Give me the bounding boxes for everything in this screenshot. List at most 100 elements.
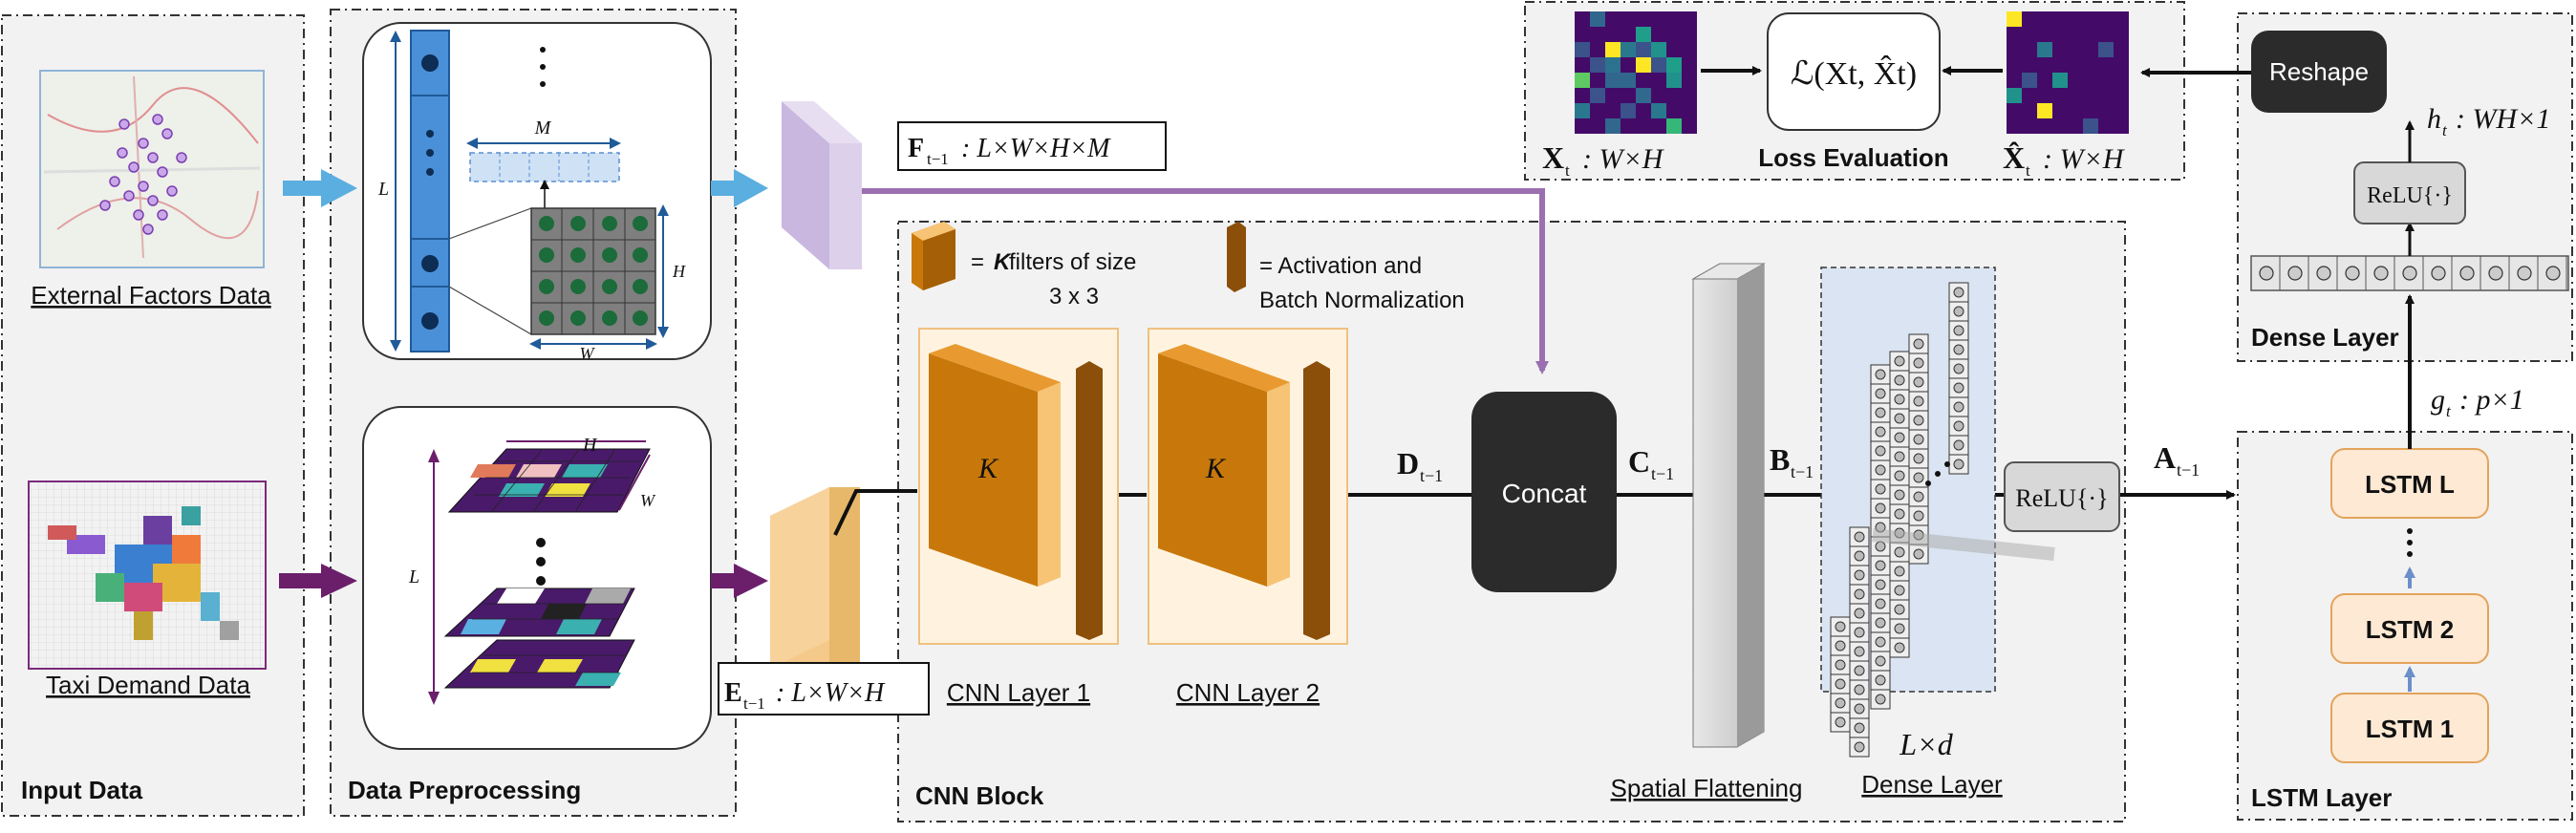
xhat-shape: : W×H bbox=[2043, 143, 2126, 175]
E-shape-box bbox=[718, 662, 930, 716]
taxi-preprocess-card bbox=[362, 406, 712, 750]
dense-neuron bbox=[1948, 416, 1969, 437]
dense-layer-mid-label: Dense Layer bbox=[1861, 770, 2003, 799]
dense-neuron bbox=[1908, 467, 1929, 488]
cnn-legend-filter-icon bbox=[912, 222, 955, 290]
dense-neuron bbox=[1870, 651, 1891, 672]
cnn-legend-act-icon bbox=[1227, 222, 1246, 292]
dense-neuron bbox=[1849, 641, 1870, 662]
dense-neuron bbox=[1870, 555, 1891, 576]
F-tensor-sub: t−1 bbox=[927, 150, 949, 168]
external-factors-label: External Factors Data bbox=[31, 281, 271, 310]
dense-neuron bbox=[1870, 479, 1891, 500]
lstm-1-label: LSTM 1 bbox=[2366, 715, 2454, 743]
cnn-layer2-label: CNN Layer 2 bbox=[1176, 678, 1320, 707]
dense-neuron bbox=[1870, 364, 1891, 385]
external-factors-map bbox=[39, 70, 265, 268]
ext-W-label: W bbox=[580, 344, 596, 363]
dense-neuron bbox=[1948, 339, 1969, 360]
lstm-layer-title: LSTM Layer bbox=[2251, 783, 2392, 812]
taxi-demand-map bbox=[28, 481, 267, 670]
E-tensor-shape: : L×W×H bbox=[776, 678, 886, 708]
F-tensor-shape: : L×W×H×M bbox=[961, 134, 1111, 163]
F-tensor-label: F bbox=[908, 134, 924, 163]
dense-top-title: Dense Layer bbox=[2251, 323, 2399, 352]
reshape-label: Reshape bbox=[2269, 57, 2369, 86]
tensor-F-cube bbox=[782, 101, 862, 269]
legend-filters-K: K bbox=[994, 249, 1012, 275]
E-tensor-sub: t−1 bbox=[743, 694, 765, 713]
dense-neuron bbox=[1889, 427, 1910, 448]
relu-mid-label: ReLU{·} bbox=[2015, 484, 2108, 512]
dense-top-neuron bbox=[2259, 256, 2281, 290]
dense-neuron bbox=[1849, 660, 1870, 681]
blue-arrow-2 bbox=[711, 169, 768, 207]
dense-top-neuron bbox=[2488, 256, 2510, 290]
dense-neuron bbox=[1849, 622, 1870, 643]
dense-neuron bbox=[1849, 565, 1870, 586]
dense-neuron bbox=[1889, 637, 1910, 658]
dense-neuron bbox=[1889, 389, 1910, 410]
dense-neuron bbox=[1889, 465, 1910, 486]
dense-neuron bbox=[1908, 372, 1929, 393]
dense-neuron bbox=[1849, 545, 1870, 566]
loss-box bbox=[1767, 12, 1941, 131]
cnn1-K: K bbox=[977, 453, 999, 484]
ext-H-label: H bbox=[672, 262, 686, 281]
dense-neuron bbox=[1908, 429, 1929, 450]
taxi-L-label: L bbox=[408, 566, 419, 587]
dense-neuron bbox=[1889, 370, 1910, 391]
dense-neuron bbox=[1908, 544, 1929, 565]
cnn-layer1-label: CNN Layer 1 bbox=[947, 678, 1090, 707]
dense-neuron bbox=[1908, 448, 1929, 469]
dense-neuron bbox=[1849, 603, 1870, 624]
dense-dim-label: L×d bbox=[1899, 727, 1953, 761]
A-tensor-sub: t−1 bbox=[2177, 460, 2200, 480]
xhat-label: X̂ bbox=[2003, 140, 2025, 175]
dense-neuron bbox=[1889, 503, 1910, 524]
F-to-concat-arrow bbox=[862, 188, 1549, 374]
dense-neuron bbox=[1889, 561, 1910, 582]
dense-neuron bbox=[1889, 484, 1910, 505]
h-sub: t bbox=[2442, 121, 2448, 139]
dense-neuron bbox=[1889, 580, 1910, 601]
dense-neuron bbox=[1948, 454, 1969, 475]
cnn-layer-2 bbox=[1148, 328, 1348, 645]
dense-top-row bbox=[2250, 255, 2569, 291]
C-tensor-label: C bbox=[1628, 444, 1650, 479]
dense-top-neuron bbox=[2345, 256, 2367, 290]
E-tensor-label: E bbox=[724, 678, 742, 708]
dense-neuron bbox=[1870, 402, 1891, 423]
dense-neuron bbox=[1870, 612, 1891, 633]
dense-neuron bbox=[1830, 712, 1851, 733]
taxi-demand-label: Taxi Demand Data bbox=[46, 671, 250, 699]
D-tensor-sub: t−1 bbox=[1420, 466, 1443, 485]
lstm-L-label: LSTM L bbox=[2365, 470, 2455, 499]
dense-neuron bbox=[1849, 737, 1870, 758]
purple-arrow-1 bbox=[279, 564, 357, 598]
cnn-layer-1 bbox=[918, 328, 1119, 645]
lstm-cell-2 bbox=[2330, 593, 2489, 664]
loss-evaluation-title: Loss Evaluation bbox=[1758, 143, 1948, 172]
data-preprocessing-title: Data Preprocessing bbox=[348, 776, 581, 804]
dense-neuron bbox=[1908, 333, 1929, 354]
dense-neuron bbox=[1908, 352, 1929, 374]
x-shape: : W×H bbox=[1582, 143, 1665, 175]
legend-filters-eq: = bbox=[971, 249, 984, 275]
dense-neuron bbox=[1889, 618, 1910, 639]
xhat-sub: t bbox=[2026, 161, 2030, 180]
dense-neuron bbox=[1948, 377, 1969, 398]
dense-top-neuron bbox=[2316, 256, 2338, 290]
legend-act-line1: = Activation and bbox=[1259, 253, 1422, 279]
reshape-block bbox=[2251, 31, 2387, 113]
dense-neuron bbox=[1908, 391, 1929, 412]
dense-neuron bbox=[1849, 584, 1870, 605]
relu-block-mid bbox=[2004, 461, 2120, 532]
g-sub: t bbox=[2446, 402, 2452, 420]
spatial-flattening-label: Spatial Flattening bbox=[1611, 774, 1803, 802]
dense-neuron bbox=[1870, 670, 1891, 691]
h-shape: : WH×1 bbox=[2456, 103, 2550, 135]
relu-top-label: ReLU{·} bbox=[2367, 183, 2453, 208]
dense-top-neuron bbox=[2431, 256, 2453, 290]
dense-neuron bbox=[1830, 693, 1851, 714]
